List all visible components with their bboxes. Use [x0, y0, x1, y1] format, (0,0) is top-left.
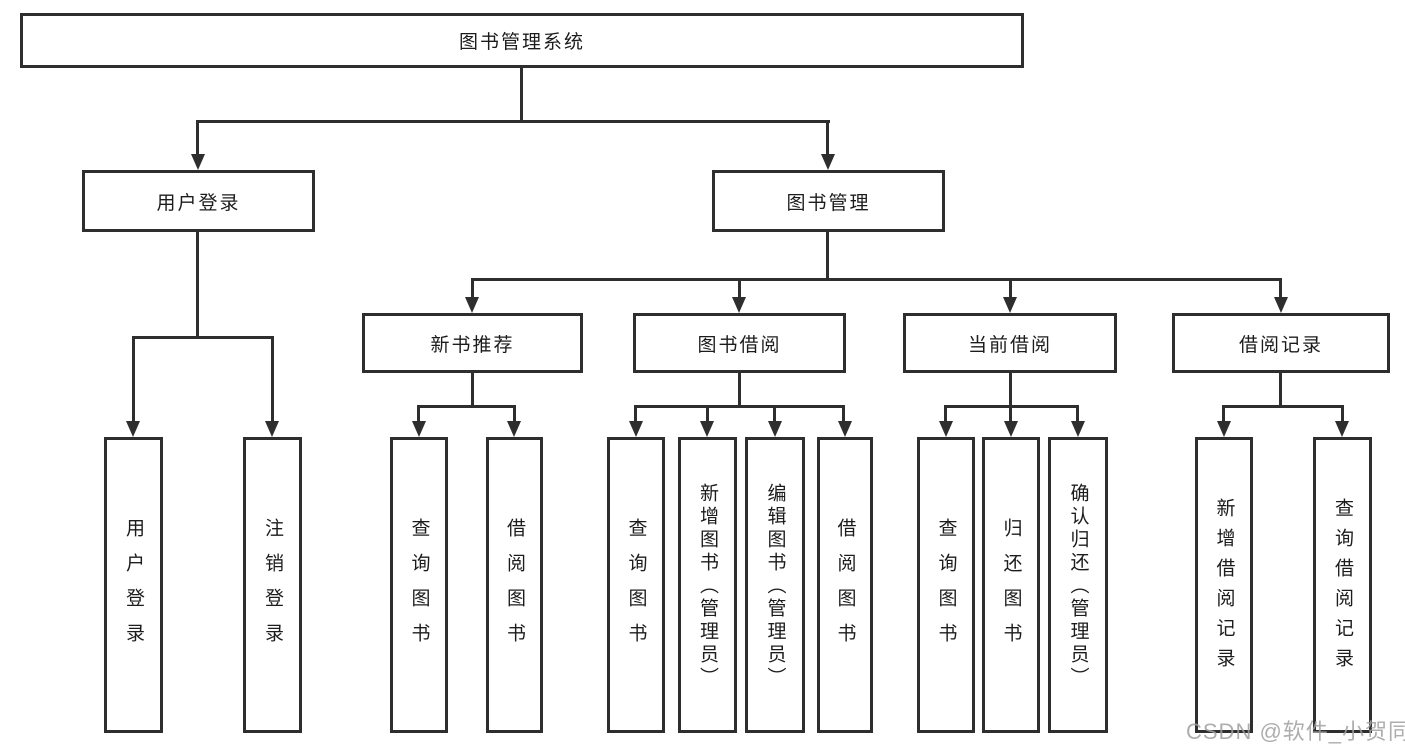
- node-user-login: 用户登录: [82, 170, 315, 232]
- arrow-down-icon: [838, 421, 852, 437]
- node-new-book-recommend: 新书推荐: [362, 313, 583, 373]
- connector-vline: [196, 232, 199, 339]
- connector-vline: [196, 120, 199, 154]
- connector-vline: [826, 120, 829, 154]
- connector-vline: [271, 336, 274, 421]
- connector-vline: [132, 336, 135, 421]
- connector-vline: [738, 373, 741, 408]
- leaf-borrow-books: 借阅图书: [817, 437, 873, 733]
- node-book-borrow: 图书借阅: [633, 313, 846, 373]
- connector-vline: [417, 405, 420, 421]
- connector-vline: [1279, 278, 1282, 298]
- connector-hline: [1222, 405, 1344, 408]
- arrow-down-icon: [412, 421, 426, 437]
- connector-vline: [738, 278, 741, 298]
- arrow-down-icon: [465, 297, 479, 313]
- arrow-down-icon: [1003, 297, 1017, 313]
- arrow-down-icon: [191, 154, 205, 170]
- arrow-down-icon: [1217, 421, 1231, 437]
- connector-vline: [1076, 405, 1079, 421]
- arrow-down-icon: [1004, 421, 1018, 437]
- connector-hline: [634, 405, 845, 408]
- leaf-user-login: 用户登录: [104, 437, 163, 733]
- node-book-management: 图书管理: [712, 170, 945, 232]
- arrow-down-icon: [1071, 421, 1085, 437]
- leaf-return-books: 归还图书: [982, 437, 1040, 733]
- leaf-query-books-borrow: 查询图书: [607, 437, 665, 733]
- arrow-down-icon: [507, 421, 521, 437]
- arrow-down-icon: [1274, 297, 1288, 313]
- node-borrow-records: 借阅记录: [1172, 313, 1390, 373]
- leaf-confirm-return-admin: 确认归还（管理员）: [1048, 437, 1108, 733]
- connector-vline: [520, 68, 523, 120]
- leaf-edit-books-admin: 编辑图书（管理员）: [745, 437, 805, 733]
- leaf-add-borrow-record: 新增借阅记录: [1195, 437, 1253, 733]
- connector-vline: [471, 278, 474, 298]
- connector-vline: [1341, 405, 1344, 421]
- csdn-watermark: CSDN @软件_小贺同学: [1186, 719, 1405, 744]
- connector-vline: [826, 232, 829, 281]
- connector-vline: [1009, 405, 1012, 421]
- connector-hline: [132, 336, 274, 339]
- node-current-borrow: 当前借阅: [903, 313, 1117, 373]
- connector-hline: [196, 120, 830, 123]
- arrow-down-icon: [265, 421, 279, 437]
- arrow-down-icon: [821, 154, 835, 170]
- arrow-down-icon: [700, 421, 714, 437]
- connector-vline: [944, 405, 947, 421]
- leaf-query-books-current: 查询图书: [917, 437, 975, 733]
- leaf-borrow-books-recommend: 借阅图书: [486, 437, 543, 733]
- leaf-query-books-recommend: 查询图书: [390, 437, 448, 733]
- connector-vline: [706, 405, 709, 421]
- node-root: 图书管理系统: [20, 13, 1024, 68]
- leaf-add-books-admin: 新增图书（管理员）: [678, 437, 737, 733]
- connector-vline: [1009, 278, 1012, 298]
- leaf-query-borrow-record: 查询借阅记录: [1313, 437, 1372, 733]
- connector-vline: [471, 373, 474, 408]
- arrow-down-icon: [1335, 421, 1349, 437]
- arrow-down-icon: [732, 297, 746, 313]
- arrow-down-icon: [939, 421, 953, 437]
- arrow-down-icon: [126, 421, 140, 437]
- arrow-down-icon: [629, 421, 643, 437]
- connector-vline: [634, 405, 637, 421]
- connector-vline: [773, 405, 776, 421]
- connector-vline: [1279, 373, 1282, 408]
- connector-vline: [1222, 405, 1225, 421]
- leaf-logout-login: 注销登录: [243, 437, 302, 733]
- arrow-down-icon: [768, 421, 782, 437]
- connector-vline: [1009, 373, 1012, 408]
- connector-hline: [471, 278, 1282, 281]
- connector-vline: [842, 405, 845, 421]
- connector-hline: [417, 405, 516, 408]
- connector-vline: [513, 405, 516, 421]
